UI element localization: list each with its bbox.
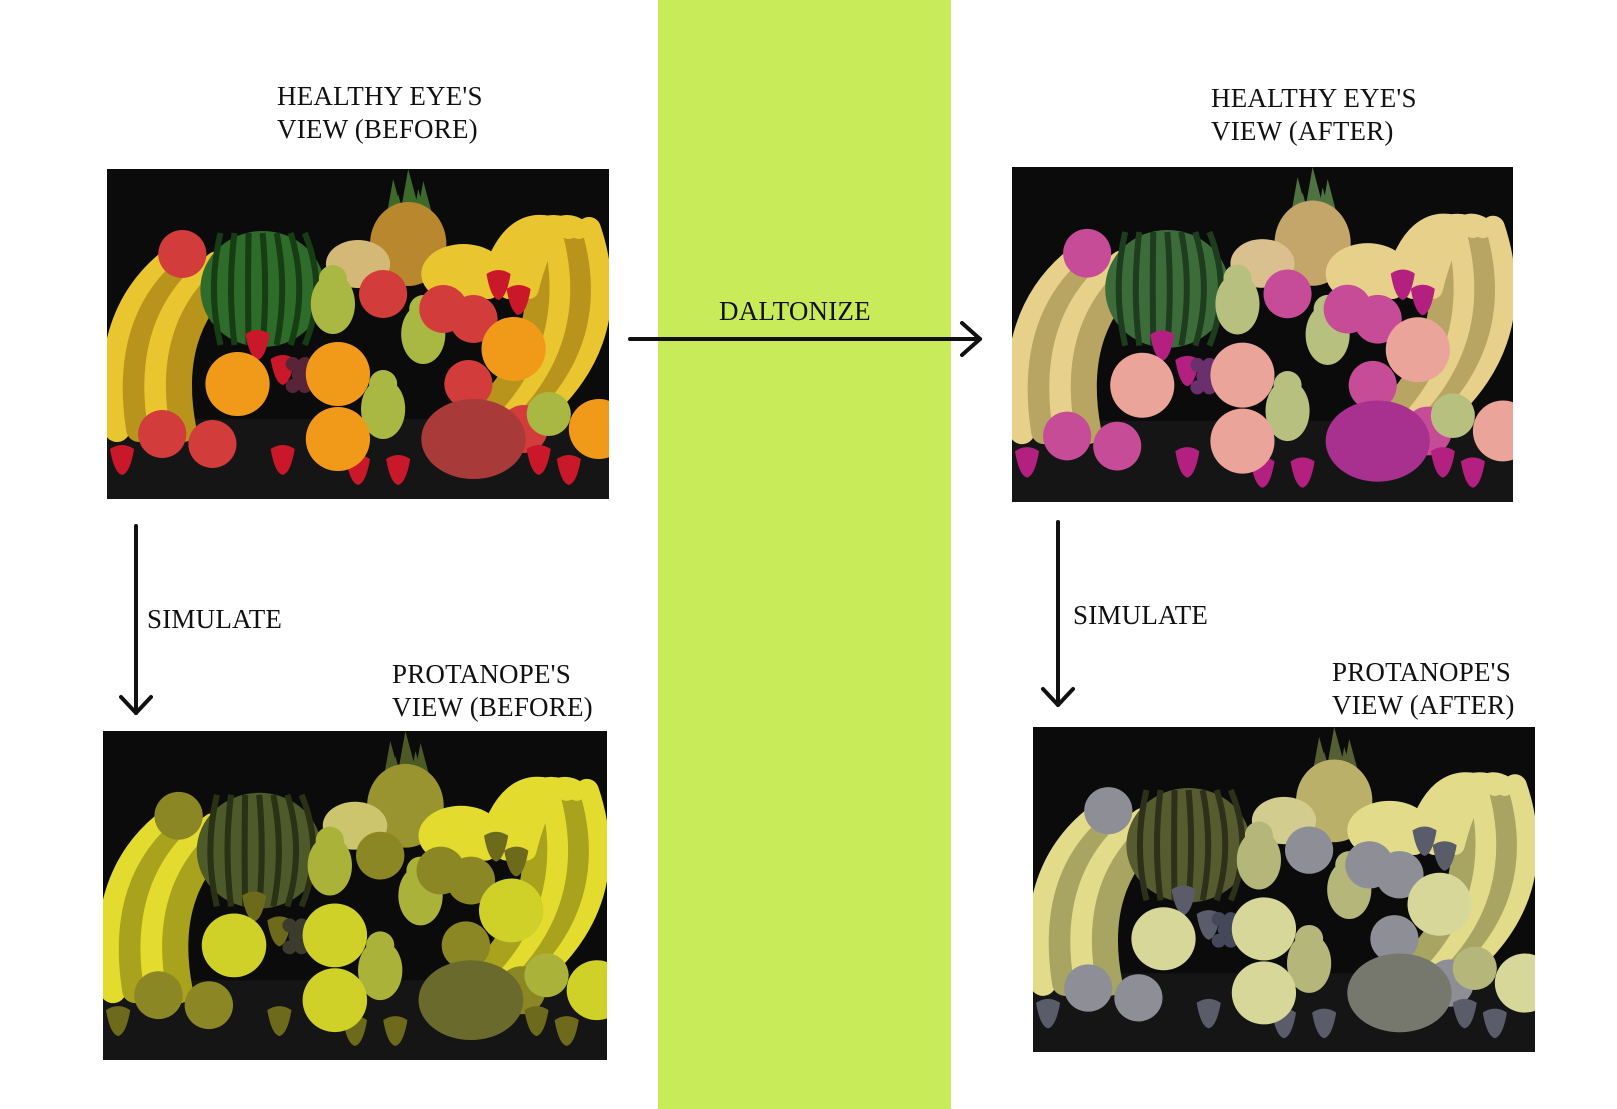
healthy-before-title-line1: HEALTHY EYE'S <box>277 81 483 111</box>
simulate-left-arrow-icon <box>119 524 153 715</box>
healthy-before-title: HEALTHY EYE'S VIEW (BEFORE) <box>277 80 483 146</box>
protanope-before-title-line2: VIEW (BEFORE) <box>392 692 593 722</box>
fruit-illustration <box>1012 167 1513 502</box>
fruit-illustration <box>1033 727 1535 1052</box>
protanope-before-title: PROTANOPE'S VIEW (BEFORE) <box>392 658 593 724</box>
daltonize-label: DALTONIZE <box>719 296 871 326</box>
protanope-after-title: PROTANOPE'S VIEW (AFTER) <box>1332 656 1515 722</box>
fruit-illustration <box>107 169 609 499</box>
healthy-after-image <box>1012 167 1513 502</box>
center-band <box>658 0 951 1109</box>
protanope-before-image <box>103 731 607 1060</box>
fruit-illustration <box>103 731 607 1060</box>
healthy-after-title-line1: HEALTHY EYE'S <box>1211 83 1417 113</box>
simulate-right-arrow-icon <box>1041 520 1075 707</box>
simulate-left-label: SIMULATE <box>147 604 283 634</box>
protanope-after-image <box>1033 727 1535 1052</box>
daltonize-arrow-icon <box>628 321 982 357</box>
protanope-before-title-line1: PROTANOPE'S <box>392 659 571 689</box>
simulate-right-label: SIMULATE <box>1073 600 1209 630</box>
healthy-before-image <box>107 169 609 499</box>
healthy-after-title-line2: VIEW (AFTER) <box>1211 116 1394 146</box>
protanope-after-title-line1: PROTANOPE'S <box>1332 657 1511 687</box>
healthy-before-title-line2: VIEW (BEFORE) <box>277 114 478 144</box>
healthy-after-title: HEALTHY EYE'S VIEW (AFTER) <box>1211 82 1417 148</box>
protanope-after-title-line2: VIEW (AFTER) <box>1332 690 1515 720</box>
